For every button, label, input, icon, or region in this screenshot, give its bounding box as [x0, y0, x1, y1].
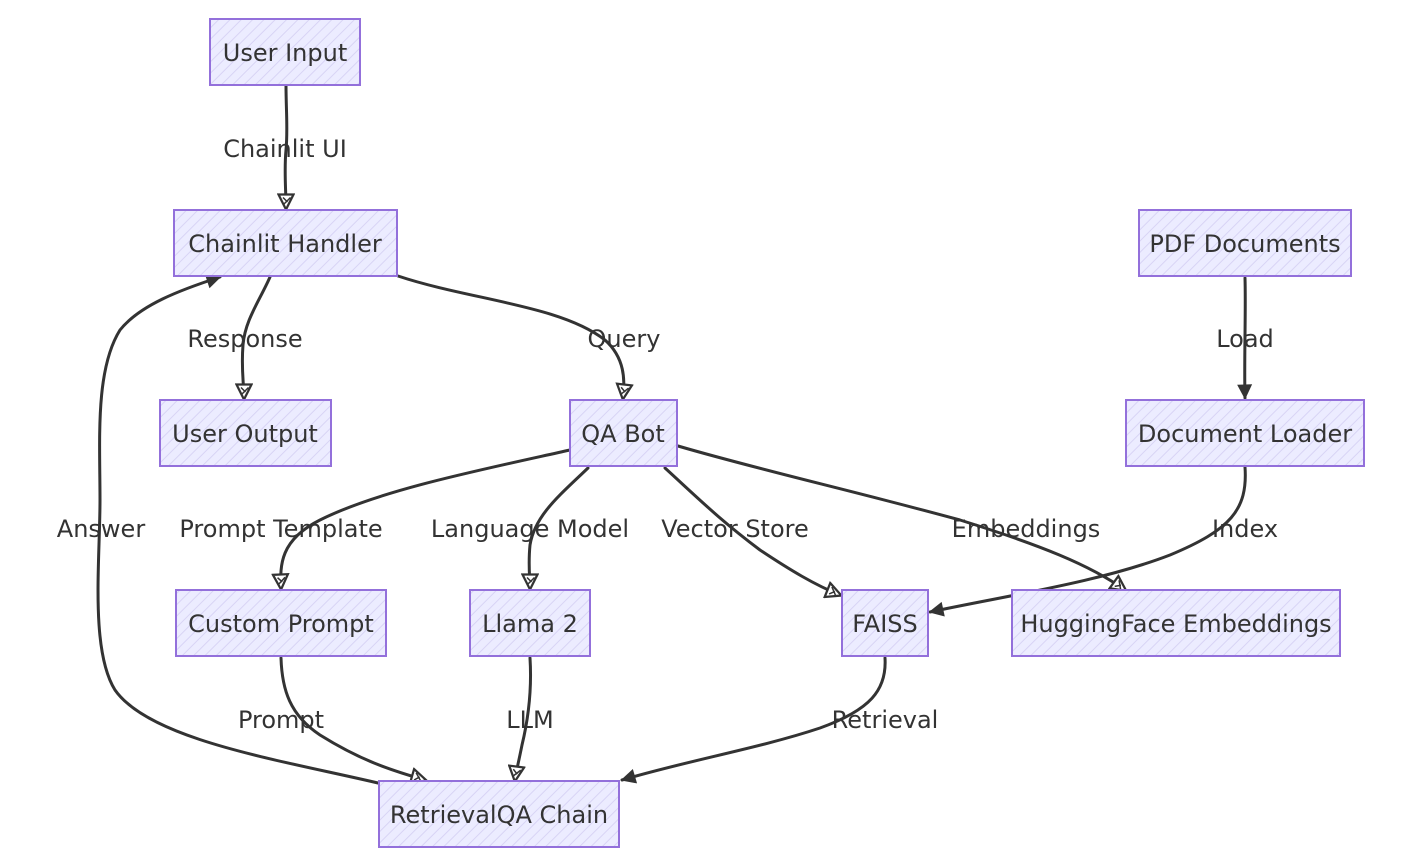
node-user-output[interactable]: User Output [159, 399, 332, 467]
edge-retrieval [620, 656, 887, 784]
edge-label-prompt-template: Prompt Template [179, 515, 382, 543]
node-label: Document Loader [1138, 420, 1352, 448]
node-document-loader[interactable]: Document Loader [1125, 399, 1365, 467]
nodes: User Input Chainlit Handler PDF Document… [159, 18, 1365, 848]
edge-label-chainlit-ui: Chainlit UI [223, 135, 347, 163]
node-label: PDF Documents [1149, 230, 1340, 258]
edge-embeddings [676, 444, 1125, 590]
edge-label-query: Query [588, 325, 661, 353]
node-pdf-documents[interactable]: PDF Documents [1138, 209, 1352, 277]
node-user-input[interactable]: User Input [209, 18, 361, 86]
node-label: Custom Prompt [188, 610, 374, 638]
edge-chainlit-ui [285, 83, 287, 208]
edge-prompt-template [281, 448, 572, 588]
node-label: User Input [223, 39, 347, 67]
node-llama2[interactable]: Llama 2 [469, 589, 591, 657]
edge-query [396, 274, 624, 398]
edge-load [1237, 276, 1253, 400]
node-qa-bot[interactable]: QA Bot [569, 399, 678, 467]
node-label: Llama 2 [482, 610, 578, 638]
edge-label-embeddings: Embeddings [952, 515, 1101, 543]
node-label: HuggingFace Embeddings [1020, 610, 1331, 638]
edge-label-answer: Answer [57, 515, 146, 543]
node-label: FAISS [852, 610, 918, 638]
edge-label-language-model: Language Model [431, 515, 629, 543]
node-faiss[interactable]: FAISS [841, 589, 929, 657]
edge-label-load: Load [1216, 325, 1274, 353]
node-label: User Output [172, 420, 318, 448]
node-retrievalqa-chain[interactable]: RetrievalQA Chain [378, 780, 620, 848]
edge-index [928, 465, 1247, 617]
edge-llm [515, 656, 533, 780]
edges [96, 83, 1253, 785]
node-huggingface-embeddings[interactable]: HuggingFace Embeddings [1011, 589, 1341, 657]
edge-label-index: Index [1212, 515, 1278, 543]
edge-language-model [529, 466, 590, 588]
edge-prompt [279, 656, 425, 780]
node-label: RetrievalQA Chain [390, 801, 608, 829]
edge-label-prompt: Prompt [238, 706, 324, 734]
node-label: QA Bot [581, 420, 665, 448]
node-chainlit-handler[interactable]: Chainlit Handler [173, 209, 398, 277]
edge-label-retrieval: Retrieval [832, 706, 939, 734]
edge-labels: Chainlit UI Response Query Load Answer P… [57, 135, 1278, 734]
edge-label-response: Response [187, 325, 302, 353]
edge-vector-store [663, 466, 840, 595]
node-custom-prompt[interactable]: Custom Prompt [175, 589, 387, 657]
edge-answer [96, 274, 380, 785]
node-label: Chainlit Handler [188, 230, 382, 258]
edge-label-llm: LLM [506, 706, 553, 734]
edge-label-vector-store: Vector Store [661, 515, 809, 543]
edge-response [242, 275, 272, 398]
